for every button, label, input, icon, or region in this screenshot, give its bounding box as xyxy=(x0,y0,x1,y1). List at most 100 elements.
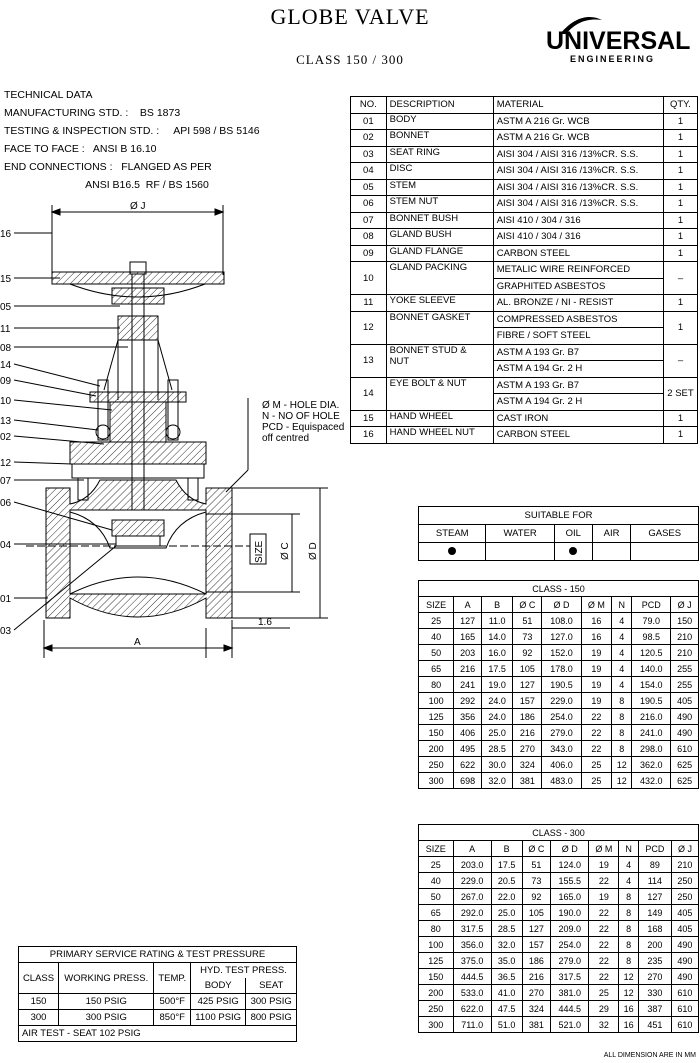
part-number-07: 07 xyxy=(0,476,12,487)
material-description: DISC xyxy=(385,162,494,180)
material-description: SEAT RING xyxy=(385,145,494,163)
dim-cell: 622 xyxy=(453,756,482,773)
dim-cell: 8 xyxy=(618,888,639,905)
dim-cell: 203.0 xyxy=(452,856,492,873)
suitable-mark xyxy=(417,542,487,561)
dim-cell: 292 xyxy=(453,692,482,709)
dim-cell: 8 xyxy=(618,920,639,937)
class-150-title: CLASS - 150 xyxy=(418,580,699,597)
dim-cell: 698 xyxy=(453,772,482,789)
dim-cell: 51 xyxy=(521,856,552,873)
material-description: GLAND PACKING xyxy=(385,261,494,295)
dim-cell: 80 xyxy=(417,676,455,693)
dim-cell: 17.5 xyxy=(490,856,523,873)
dim-cell: 22 xyxy=(588,968,620,985)
material-spec: AISI 304 / AISI 316 /13%CR. S.S. xyxy=(492,162,664,180)
dim-cell: 120.5 xyxy=(631,644,672,661)
dim-cell: 521.0 xyxy=(550,1016,590,1033)
dim-cell: 4 xyxy=(611,628,633,645)
material-description: STEM NUT xyxy=(385,195,494,213)
dim-cell: 4 xyxy=(611,660,633,677)
part-number-15: 15 xyxy=(0,274,12,285)
rating-cell: 1100 PSIG xyxy=(189,1009,247,1026)
material-qty: 1 xyxy=(662,129,699,147)
dim-cell: 155.5 xyxy=(550,872,590,889)
dim-cell: 149 xyxy=(637,904,672,921)
dim-cell: 40 xyxy=(417,628,455,645)
dim-cell: 150 xyxy=(417,724,455,741)
dim-cell: 229.0 xyxy=(541,692,582,709)
technical-heading: TECHNICAL DATA xyxy=(4,89,93,101)
dim-header-cell: Ø D xyxy=(541,596,582,613)
dim-cell: 16 xyxy=(618,1016,639,1033)
dim-cell: 154.0 xyxy=(631,676,672,693)
material-no: 09 xyxy=(350,244,387,262)
material-spec: AISI 304 / AISI 316 /13%CR. S.S. xyxy=(492,145,664,163)
rating-header-temp: TEMP. xyxy=(153,962,191,994)
dim-cell: 100 xyxy=(418,936,454,953)
material-no: 05 xyxy=(350,178,387,196)
dim-cell: 28.5 xyxy=(490,920,523,937)
material-no: 02 xyxy=(350,129,387,147)
dim-cell: 711.0 xyxy=(452,1016,492,1033)
dim-cell: 292.0 xyxy=(452,904,492,921)
dim-cell: 25 xyxy=(580,772,613,789)
material-qty: 1 xyxy=(662,195,699,213)
rating-cell: 300 PSIG xyxy=(58,1009,155,1026)
dim-header-cell: Ø C xyxy=(521,840,552,857)
dim-cell: 209.0 xyxy=(550,920,590,937)
dim-cell: 381 xyxy=(512,772,543,789)
material-spec: ASTM A 193 Gr. B7 xyxy=(492,343,664,361)
part-number-03: 03 xyxy=(0,626,12,637)
logo-sub-text: ENGINEERING xyxy=(570,54,656,64)
dim-cell: 16 xyxy=(618,1000,639,1017)
material-no: 16 xyxy=(350,426,387,444)
part-number-10: 10 xyxy=(0,396,12,407)
dim-cell: 200 xyxy=(417,740,455,757)
part-number-11: 11 xyxy=(0,324,11,335)
dim-cell: 22 xyxy=(580,724,613,741)
dim-cell: 186 xyxy=(521,952,552,969)
material-no: 14 xyxy=(350,376,387,411)
material-no: 13 xyxy=(350,343,387,378)
material-description: BONNET xyxy=(385,129,494,147)
dim-cell: 19 xyxy=(588,888,620,905)
part-number-16: 16 xyxy=(0,229,12,240)
dim-cell: 362.0 xyxy=(631,756,672,773)
suitable-header: OIL xyxy=(553,524,593,543)
suitable-mark xyxy=(630,542,699,561)
dim-cell: 324 xyxy=(521,1000,552,1017)
dim-cell: 270 xyxy=(637,968,672,985)
dim-oc-label: Ø C xyxy=(280,542,291,560)
dim-cell: 8 xyxy=(611,724,633,741)
dim-cell: 29 xyxy=(588,1000,620,1017)
material-spec: CARBON STEEL xyxy=(492,244,664,262)
dim-cell: 140.0 xyxy=(631,660,672,677)
dim-cell: 190.5 xyxy=(541,676,582,693)
rating-cell: 800 PSIG xyxy=(245,1009,297,1026)
dim-header-cell: SIZE xyxy=(418,840,454,857)
dim-cell: 127 xyxy=(453,612,482,629)
footnote: ALL DIMENSION ARE IN MM xyxy=(603,1052,696,1059)
technical-data: TECHNICAL DATA MANUFACTURING STD. : BS 1… xyxy=(4,86,260,194)
dim-cell: 203 xyxy=(453,644,482,661)
dim-size-label: SIZE xyxy=(254,540,265,563)
dim-header-cell: Ø C xyxy=(512,596,543,613)
dim-cell: 19 xyxy=(580,644,613,661)
dim-header-cell: Ø J xyxy=(670,840,700,857)
dim-cell: 80 xyxy=(418,920,454,937)
dim-cell: 255 xyxy=(670,676,699,693)
dim-header-cell: N xyxy=(618,840,639,857)
dim-cell: 229.0 xyxy=(452,872,492,889)
hole-note-line: Ø M - HOLE DIA. xyxy=(262,400,339,411)
dim-cell: 490 xyxy=(670,936,700,953)
dim-cell: 279.0 xyxy=(550,952,590,969)
